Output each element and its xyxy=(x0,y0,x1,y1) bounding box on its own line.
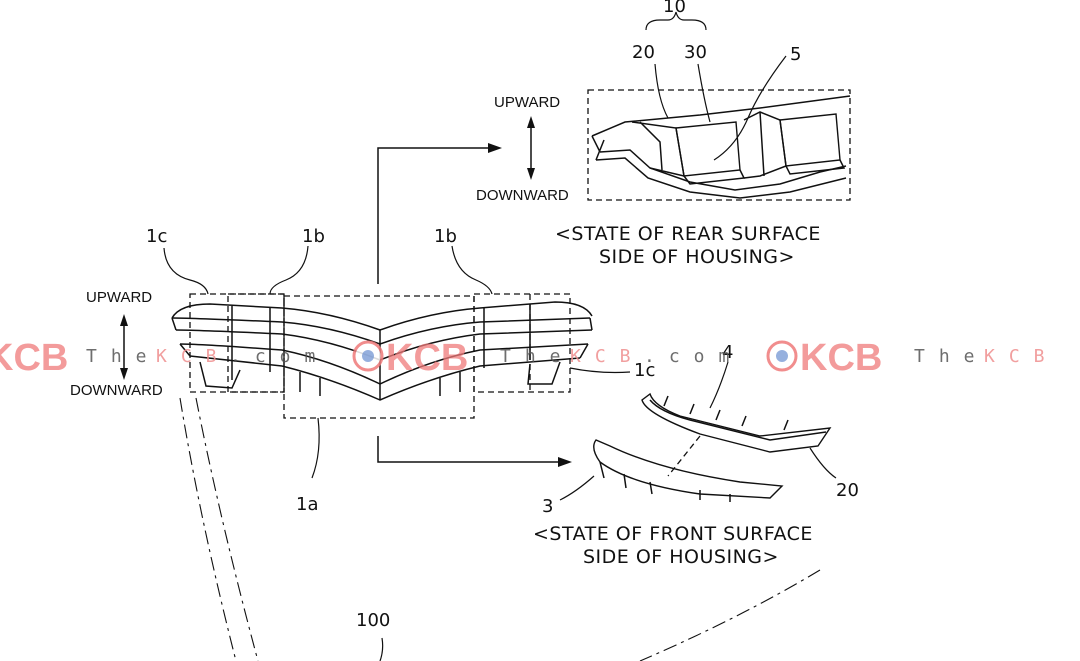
vehicle-outline: 100 xyxy=(179,397,821,661)
upward-label-top: UPWARD xyxy=(494,94,560,111)
watermark-site-dark-1: The xyxy=(86,346,161,367)
watermark-site-red-2: KCB xyxy=(570,346,645,367)
upward-label-left: UPWARD xyxy=(86,289,152,306)
watermark-site-dot-1: .com xyxy=(230,346,329,367)
ref-5: 5 xyxy=(790,44,801,65)
watermark-site-red-3: KCB xyxy=(984,346,1059,367)
watermark-brand-2: KCB xyxy=(386,337,468,379)
front-caption-line2: SIDE OF HOUSING> xyxy=(583,546,779,568)
watermark: KCB The KCB .com KCB The KCB .com KCB Th… xyxy=(0,337,1059,379)
ref-4: 4 xyxy=(722,342,733,363)
direction-indicator-left: UPWARD DOWNWARD xyxy=(70,289,163,399)
ref-100: 100 xyxy=(356,610,390,631)
watermark-site-dark-3: The xyxy=(914,346,989,367)
watermark-site-red-1: KCB xyxy=(156,346,231,367)
rear-caption-line2: SIDE OF HOUSING> xyxy=(599,246,795,268)
main-housing xyxy=(171,301,593,401)
ref-1b-left: 1b xyxy=(302,226,325,247)
ref-10: 10 xyxy=(663,0,686,17)
watermark-site-dot-2: .com xyxy=(644,346,743,367)
connector-arrows xyxy=(377,143,572,467)
downward-label-left: DOWNWARD xyxy=(70,382,163,399)
ref-20-bottom: 20 xyxy=(836,480,859,501)
rear-detail-box xyxy=(587,89,851,201)
ref-30: 30 xyxy=(684,42,707,63)
rear-caption-line1: <STATE OF REAR SURFACE xyxy=(555,223,821,245)
region-1b-left-inner xyxy=(227,293,285,393)
ref-3: 3 xyxy=(542,496,553,517)
ref-20-top: 20 xyxy=(632,42,655,63)
watermark-brand-3: KCB xyxy=(800,337,882,379)
ref-1c-left: 1c xyxy=(146,226,167,247)
ref-1a: 1a xyxy=(296,494,318,515)
front-surface-parts: 4 20 3 xyxy=(542,342,859,517)
watermark-site-dark-2: The xyxy=(500,346,575,367)
downward-label-top: DOWNWARD xyxy=(476,187,569,204)
direction-indicator-top: UPWARD DOWNWARD xyxy=(476,94,569,204)
ref-1c-right: 1c xyxy=(634,360,655,381)
front-caption-line1: <STATE OF FRONT SURFACE xyxy=(533,523,813,545)
watermark-brand-1: KCB xyxy=(0,337,68,379)
region-1b-right xyxy=(473,293,571,393)
ref-1b-right: 1b xyxy=(434,226,457,247)
rear-surface-detail: 10 20 30 5 xyxy=(587,0,851,201)
